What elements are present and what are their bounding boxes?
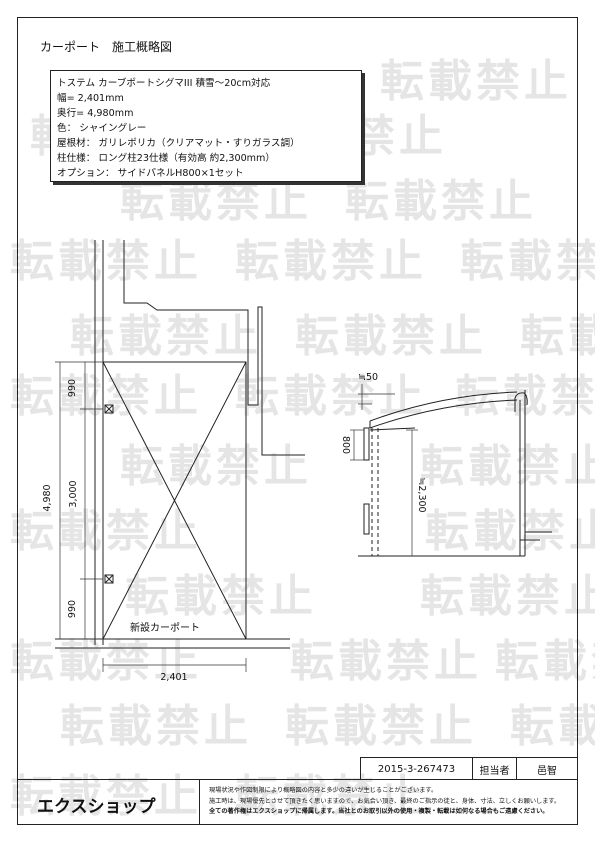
roof-curve	[369, 391, 518, 422]
person-label: 担当者	[473, 758, 517, 780]
dim-top-label: 990	[67, 379, 78, 397]
doc-info-row: 2015-3-267473 担当者 邑智	[360, 757, 577, 780]
company-logo: エクスショップ	[37, 797, 156, 817]
side-panel	[363, 503, 370, 535]
spec-line: 奥行= 4,980mm	[57, 108, 134, 119]
footer-note: 現場状況や作図制限により概略図の内容と多少の違いが生じることがございます。	[209, 787, 438, 794]
footer-notes: 現場状況や作図制限により概略図の内容と多少の違いが生じることがございます。 施工…	[209, 786, 569, 818]
page-title: カーポート 施工概略図	[40, 40, 173, 54]
spec-line: オプション： サイドパネルH800×1セット	[57, 168, 244, 179]
footer-note: 全ての著作権はエクスショップに帰属します。当社とのお取引以外の使用・複製・転載は…	[209, 808, 549, 815]
roof-curve-inner	[369, 399, 518, 429]
wall-cap	[514, 392, 528, 412]
side-panel	[363, 427, 370, 461]
elev-dim-height-label: ≒2,300	[416, 477, 427, 512]
house-outline	[123, 240, 305, 456]
person-name: 邑智	[537, 765, 557, 777]
doc-number: 2015-3-267473	[361, 758, 473, 780]
dim-depth-label: 4,980	[42, 484, 53, 511]
dim-mid-label: 3,000	[68, 480, 79, 507]
footer-bar: エクスショップ 現場状況や作図制限により概略図の内容と多少の違いが生じることがご…	[17, 779, 578, 825]
spec-line: 屋根材： ガリレポリカ（クリアマット・すりガラス調）	[57, 138, 300, 149]
spec-line: 幅= 2,401mm	[57, 93, 124, 104]
logo-box: エクスショップ	[17, 780, 200, 825]
spec-box: トステム カーブポートシグマIII 積雪～20cm対応 幅= 2,401mm 奥…	[50, 70, 362, 182]
carport-label: 新設カーポート	[130, 621, 200, 634]
elev-dim-top-label: ≒50	[358, 372, 378, 383]
post-marker	[104, 574, 114, 584]
dim-bottom-label: 990	[67, 600, 78, 618]
page-frame	[17, 17, 578, 825]
spec-line: 色： シャイングレー	[57, 123, 147, 134]
post-marker	[104, 404, 114, 414]
spec-line: トステム カーブポートシグマIII 積雪～20cm対応	[57, 78, 271, 89]
elev-dim-panel-label: 800	[340, 436, 351, 454]
dim-width-label: 2,401	[160, 672, 187, 683]
footer-note: 施工時は、現場優先とさせて頂きたく思いますので、お気合い頂き、最終のご指示の徒と…	[209, 797, 561, 805]
carport-diagonal	[102, 361, 247, 640]
spec-line: 柱仕様： ロング柱23仕様（有効高 約2,300mm）	[57, 153, 275, 164]
